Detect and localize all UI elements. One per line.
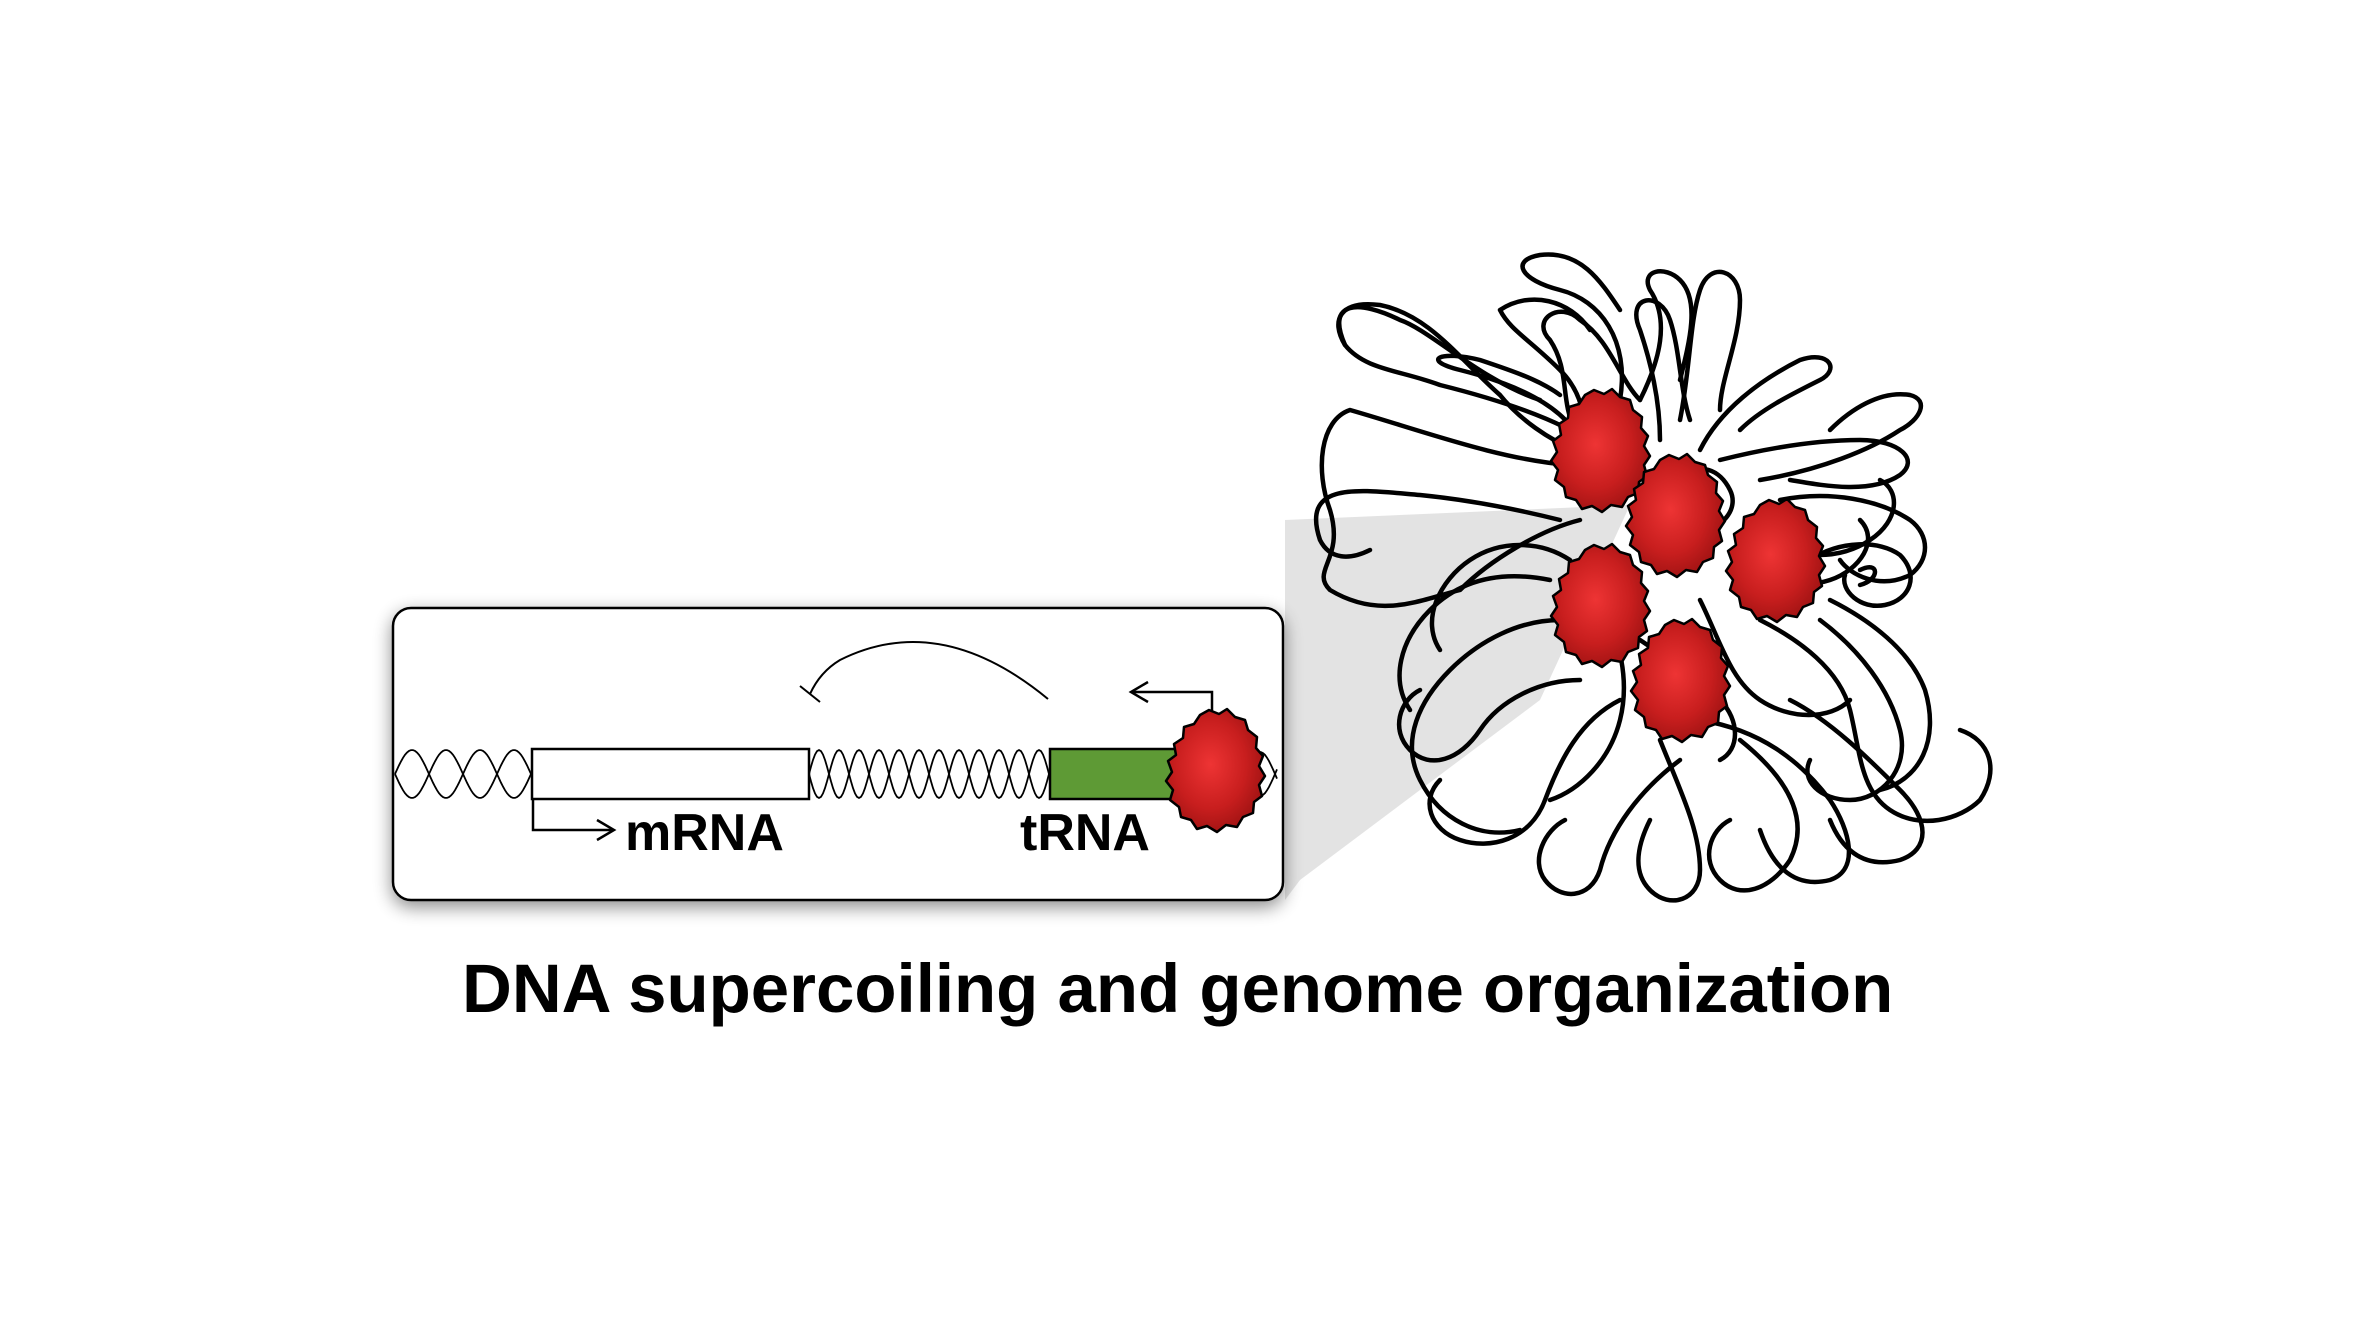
promoter-arrow-icon bbox=[531, 799, 617, 842]
trna-gene-box bbox=[1048, 747, 1187, 801]
trna-label: tRNA bbox=[1020, 804, 1150, 862]
inhibition-arc-icon bbox=[799, 641, 1049, 703]
dna-strand bbox=[808, 748, 1050, 800]
ribosome-icon bbox=[1724, 497, 1827, 624]
mrna-gene-box bbox=[530, 747, 811, 801]
inset-panel bbox=[391, 606, 1285, 902]
dna-strand bbox=[394, 749, 532, 799]
figure-title: DNA supercoiling and genome organization bbox=[462, 950, 1893, 1027]
mrna-label: mRNA bbox=[625, 804, 784, 862]
